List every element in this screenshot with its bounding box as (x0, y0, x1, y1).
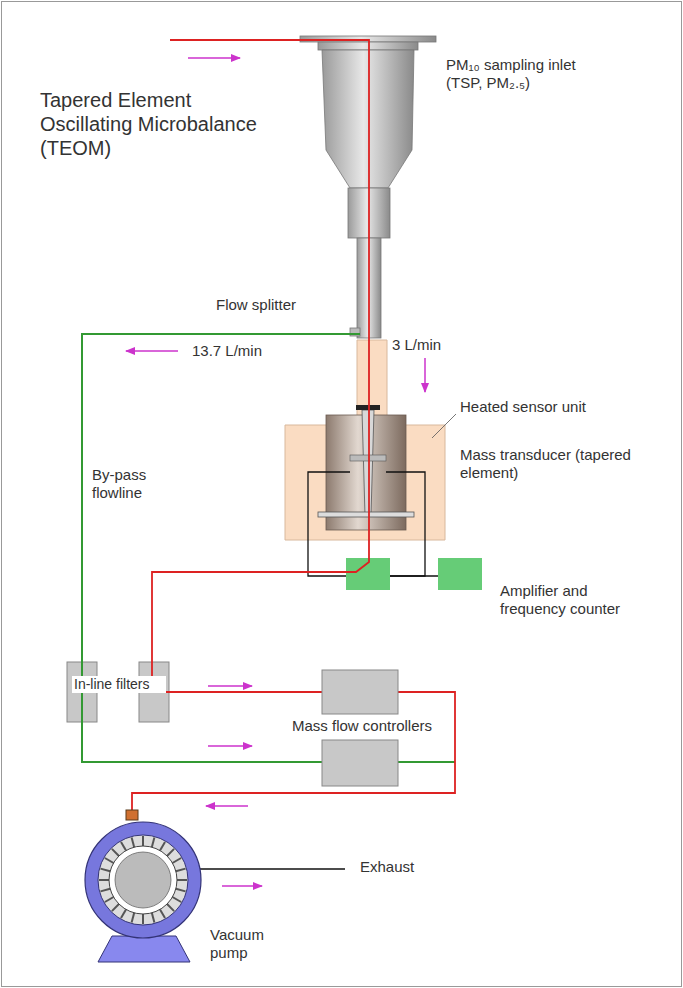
vacuum-pump (85, 810, 201, 962)
sampling-inlet (300, 36, 436, 338)
flow-arrows (126, 58, 425, 886)
part-label: Mass flow controllers (290, 717, 434, 735)
part-label: By-pass flowline (92, 466, 172, 502)
leader-lines (432, 414, 456, 438)
mass-flow-controller (322, 740, 398, 786)
exhaust-line (190, 868, 345, 869)
flow-rate: 13.7 L/min (192, 342, 262, 360)
diagram-title: Tapered Element Oscillating Microbalance… (40, 88, 275, 160)
tapered-element (318, 405, 414, 517)
part-label: Flow splitter (216, 296, 296, 314)
part-label: Amplifier and frequency counter (500, 582, 650, 618)
part-label: Vacuum pump (210, 926, 280, 962)
inlet-label: PM₁₀ sampling inlet (TSP, PM₂.₅) (446, 56, 586, 92)
part-label: In-line filters (72, 676, 166, 693)
part-label: Exhaust (360, 858, 414, 876)
bypass-flowline (82, 334, 455, 762)
mass-flow-controller (322, 670, 398, 714)
part-label: Heated sensor unit (460, 398, 586, 416)
sample-flowline (132, 40, 455, 812)
frequency-counter-box (438, 558, 482, 590)
heated-sensor-unit (285, 340, 445, 540)
flow-rate: 3 L/min (392, 336, 441, 354)
part-label: Mass transducer (tapered element) (460, 446, 650, 482)
